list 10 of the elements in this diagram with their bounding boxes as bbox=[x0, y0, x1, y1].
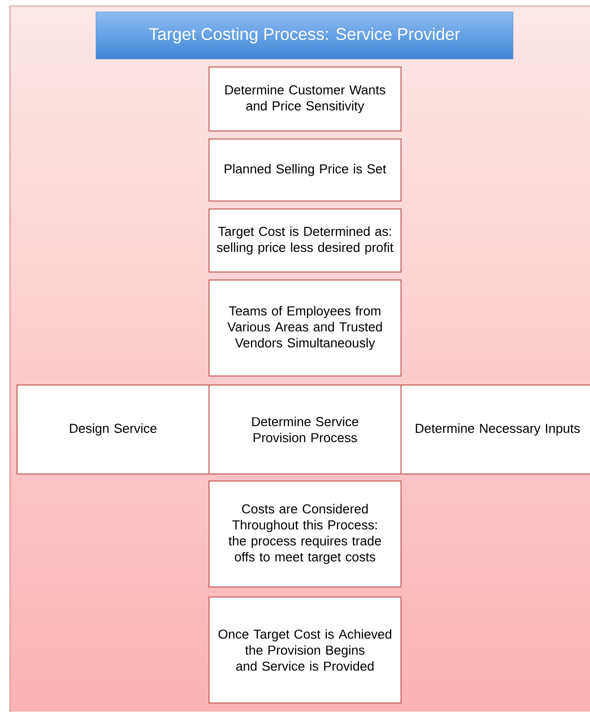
process-box: Teams of Employees from Various Areas and Trusted Vendors Simultaneously bbox=[208, 280, 402, 376]
title-banner: Target Costing Process: Service Provider bbox=[96, 12, 514, 60]
process-box: Determine Necessary Inputs bbox=[400, 384, 590, 474]
process-box: Determine Service Provision Process bbox=[208, 384, 402, 474]
process-box: Once Target Cost is Achieved the Provision Begins and Service is Provided bbox=[208, 596, 402, 704]
process-box: Planned Selling Price is Set bbox=[208, 138, 402, 202]
process-box: Determine Customer Wants and Price Sensitivity bbox=[208, 66, 402, 132]
process-box: Design Service bbox=[16, 384, 210, 474]
process-box: Target Cost is Determined as: selling price less desired profit bbox=[208, 208, 402, 272]
process-box: Costs are Considered Throughout this Process: the process requires trade offs to meet target costs bbox=[208, 480, 402, 588]
